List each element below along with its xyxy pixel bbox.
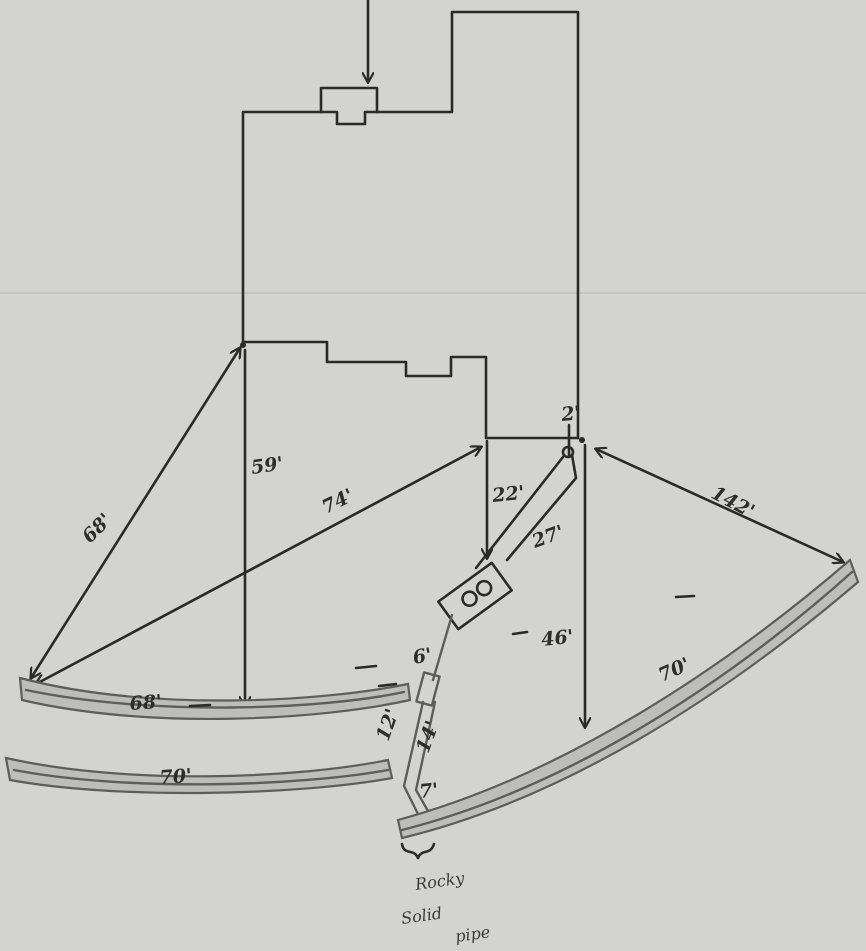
note-solid: Solid [400, 903, 443, 928]
dim-label-7: 7' [418, 779, 439, 803]
house-outline [241, 340, 580, 440]
leach-trench-70-left [4, 756, 394, 795]
dim-label-12: 12' [372, 706, 404, 744]
tank-to-junction-pipe [431, 613, 454, 682]
note-rocky: Rocky [413, 868, 466, 894]
distribution-box [415, 671, 441, 707]
dimension-line-74 [36, 447, 481, 684]
dim-label-46: 46' [540, 626, 574, 651]
dim-label-68-lateral: 68' [129, 691, 163, 715]
inlet-pipe [474, 455, 565, 570]
dim-label-14: 14' [412, 718, 444, 756]
dimension-line-68 [31, 348, 240, 678]
dash-mark [674, 594, 696, 599]
descending-pipe [402, 700, 437, 820]
leach-trench-68 [18, 676, 412, 721]
leach-trench-68-inner [24, 688, 406, 709]
rocky-brace [400, 842, 436, 860]
dim-label-2: 2' [559, 402, 581, 426]
dim-label-27: 27' [528, 521, 567, 553]
dimension-line-142 [596, 449, 843, 562]
dim-label-74: 74' [319, 485, 358, 519]
pump-box [319, 86, 379, 126]
dim-label-70-left: 70' [159, 765, 193, 789]
dash-mark [354, 664, 378, 670]
dash-mark [188, 703, 212, 708]
dim-label-68-diag: 68' [78, 509, 116, 547]
leach-trench-70-right-inner [400, 570, 854, 832]
septic-tank [437, 561, 513, 631]
dim-label-142: 142' [708, 482, 758, 523]
paper-fold-line [0, 292, 866, 294]
dash-mark [377, 682, 398, 688]
note-pipe: pipe [454, 922, 491, 946]
leach-trench-70-left-inner [12, 768, 390, 786]
leach-trench-70-right [396, 558, 860, 840]
dim-label-22: 22' [490, 482, 525, 507]
right-main-line [375, 10, 580, 440]
outlet-pipe-27 [505, 453, 578, 562]
house-corner-right [579, 437, 585, 443]
dash-mark [511, 630, 529, 636]
cleanout-circle [561, 445, 575, 459]
dim-label-70-right: 70' [655, 653, 693, 686]
dim-label-6: 6' [411, 644, 434, 669]
dim-label-59: 59' [250, 453, 285, 479]
left-main-line [241, 110, 323, 344]
